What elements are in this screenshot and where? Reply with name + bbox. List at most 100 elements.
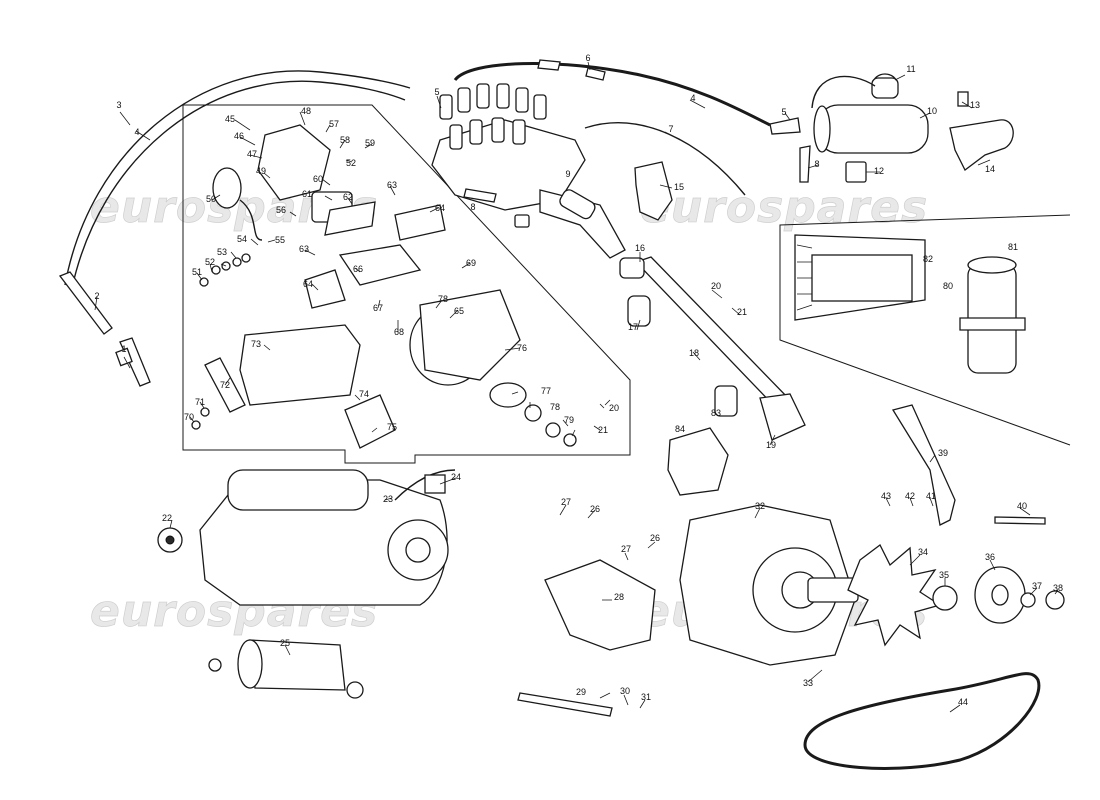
callout-23: 23 [383,494,393,504]
callout-50: 50 [206,194,216,204]
callout-48: 48 [301,106,311,116]
callout-32: 32 [755,501,765,511]
callout-41: 41 [926,491,936,501]
callout-17: 17 [628,322,638,332]
callout-67: 67 [373,303,383,313]
callout-8: 8 [470,202,475,212]
callout-1: 1 [121,344,126,354]
callout-44: 44 [958,697,968,707]
cable-group [453,59,771,196]
callout-9: 9 [565,169,570,179]
callout-24: 24 [451,472,461,482]
drive-belt [803,672,1041,770]
ignition-coil [769,73,929,183]
callout-77: 77 [541,386,551,396]
callout-21: 21 [598,425,608,435]
callout-35: 35 [939,570,949,580]
callout-11: 11 [906,64,915,74]
electronic-ignition-unit [794,234,1026,374]
callout-13: 13 [970,100,980,110]
callout-labels: 1 2 3 4 4 5 5 6 7 8 8 9 10 11 12 13 14 1… [94,53,1063,707]
drive-gear [667,427,729,496]
callout-2: 2 [94,291,99,301]
callout-38: 38 [1053,583,1063,593]
starter-motor [157,469,456,699]
callout-15: 15 [674,182,684,192]
watermark-right: eurospares [640,182,928,233]
callout-36: 36 [985,552,995,562]
callout-70: 70 [184,412,194,422]
callout-72: 72 [220,380,230,390]
callout-64: 64 [303,279,313,289]
callout-14: 14 [985,164,995,174]
callout-34: 34 [918,547,928,557]
callout-40: 40 [1017,501,1027,511]
callout-52: 52 [205,257,215,267]
callout-6: 6 [585,53,590,63]
callout-73: 73 [251,339,261,349]
callout-20: 20 [609,403,619,413]
callout-26: 26 [650,533,660,543]
callout-37: 37 [1032,581,1042,591]
callout-19: 19 [766,440,776,450]
callout-56: 56 [276,205,286,215]
callout-42: 42 [905,491,915,501]
callout-62: 62 [343,192,353,202]
callout-78: 78 [438,294,448,304]
callout-58: 58 [340,135,350,145]
callout-78: 78 [550,402,560,412]
distributor-detail-frame [182,104,631,464]
callout-76: 76 [517,343,527,353]
callout-27: 27 [561,497,571,507]
callout-79: 79 [564,415,574,425]
callout-39: 39 [938,448,948,458]
callout-47: 47 [247,149,257,159]
callout-5: 5 [434,87,439,97]
callout-63: 63 [299,244,309,254]
callout-27: 27 [621,544,631,554]
callout-71: 71 [195,397,205,407]
callout-28: 28 [614,592,624,602]
callout-26: 26 [590,504,600,514]
callout-84: 84 [675,424,685,434]
callout-57: 57 [329,119,339,129]
callout-82: 82 [923,254,933,264]
callout-49: 49 [256,166,266,176]
callout-83: 83 [711,408,721,418]
drive-shaft-assembly [619,256,806,441]
callout-80: 80 [943,281,953,291]
callout-5: 5 [781,107,786,117]
callout-66: 66 [353,264,363,274]
callout-16: 16 [635,243,645,253]
distributor-exploded-parts [191,124,577,449]
distributor-assembly [431,83,626,259]
callout-74: 74 [359,389,369,399]
callout-46: 46 [234,131,244,141]
callout-8: 8 [814,159,819,169]
callout-59: 59 [365,138,375,148]
callout-64: 64 [435,203,445,213]
callout-55: 55 [275,235,285,245]
callout-51: 51 [192,267,202,277]
callout-21: 21 [737,307,747,317]
callout-45: 45 [225,114,235,124]
callout-60: 60 [313,174,323,184]
callout-22: 22 [162,513,172,523]
electronic-ignition-frame [779,214,1071,446]
callout-53: 53 [217,247,227,257]
callout-31: 31 [641,692,651,702]
callout-65: 65 [454,306,464,316]
callout-25: 25 [280,638,290,648]
callout-75: 75 [387,422,397,432]
callout-12: 12 [874,166,884,176]
callout-81: 81 [1008,242,1018,252]
leader-lines [94,61,1059,713]
callout-68: 68 [394,327,404,337]
callout-4: 4 [134,127,139,137]
alternator [517,404,1065,717]
callout-63: 63 [387,180,397,190]
bracket-plate [634,161,673,221]
callout-33: 33 [803,678,813,688]
callout-10: 10 [927,106,937,116]
